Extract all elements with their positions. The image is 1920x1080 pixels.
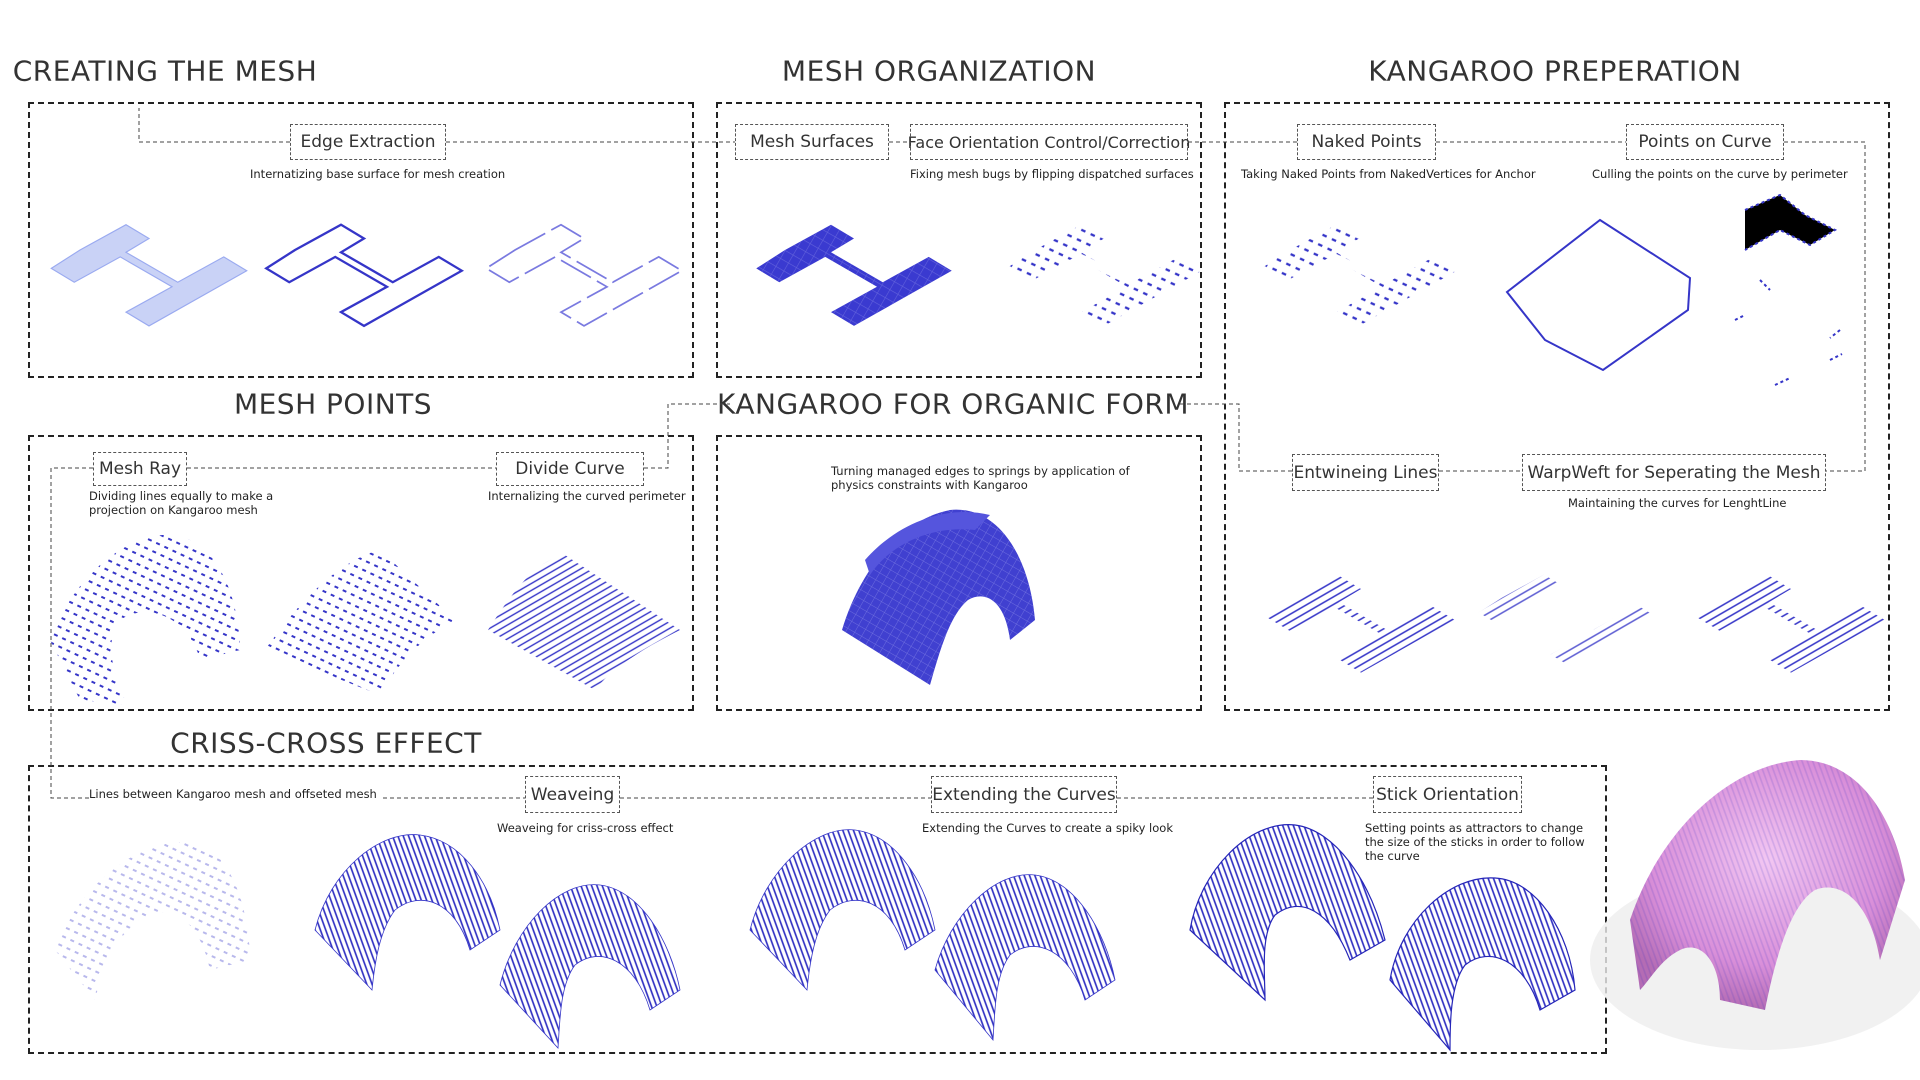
- panel-mesh-points: [28, 435, 694, 711]
- base-surface-shape: [50, 224, 248, 327]
- warpweft-lines-shape: [1697, 575, 1885, 673]
- caption-weaving: Weaveing for criss-cross effect: [497, 821, 674, 835]
- panel-mesh-organization: [716, 102, 1202, 378]
- caption-extending-curves: Extending the Curves to create a spiky l…: [922, 821, 1173, 835]
- extracted-edges-shape: [265, 223, 463, 328]
- step-warpweft: WarpWeft for Seperating the Mesh: [1522, 454, 1826, 491]
- flipped-faces-shape: [1006, 224, 1202, 326]
- naked-points-shape: [1261, 224, 1457, 326]
- stick-orientation-arches-shape: [1189, 824, 1576, 1052]
- offset-mesh-points-shape: [55, 842, 250, 1000]
- caption-face-orientation: Fixing mesh bugs by flipping dispatched …: [910, 167, 1194, 181]
- step-edge-extraction: Edge Extraction: [290, 124, 446, 160]
- final-pink-render: [1590, 760, 1920, 1050]
- entwining-lines-shape: [1267, 575, 1455, 673]
- step-naked-points: Naked Points: [1297, 124, 1436, 160]
- step-extending-curves: Extending the Curves: [931, 776, 1117, 813]
- caption-edge-extraction: Internatizing base surface for mesh crea…: [250, 167, 506, 181]
- step-weaving: Weaveing: [525, 776, 620, 813]
- heading-kangaroo-preparation: KANGAROO PREPERATION: [1368, 54, 1742, 88]
- perimeter-curve-shape: [1505, 218, 1692, 372]
- heading-criss-cross-effect: CRISS-CROSS EFFECT: [170, 726, 482, 760]
- extended-curves-arches-shape: [749, 829, 1116, 1042]
- heading-mesh-points: MESH POINTS: [233, 387, 433, 421]
- caption-mesh-ray: Dividing lines equally to make a project…: [89, 489, 274, 517]
- heading-creating-the-mesh: CREATING THE MESH: [12, 54, 318, 88]
- panel-kangaroo-preparation: [1224, 102, 1890, 711]
- caption-stick-orientation: Setting points as attractors to change t…: [1365, 821, 1585, 863]
- caption-lines-between: Lines between Kangaroo mesh and offseted…: [89, 787, 381, 801]
- heading-kangaroo-organic-form: KANGAROO FOR ORGANIC FORM: [716, 387, 1190, 421]
- step-divide-curve: Divide Curve: [496, 452, 644, 486]
- heading-mesh-organization: MESH ORGANIZATION: [781, 54, 1097, 88]
- step-face-orientation: Face Orientation Control/Correction: [908, 124, 1190, 160]
- step-mesh-surfaces: Mesh Surfaces: [735, 124, 889, 160]
- weaving-arches-shape: [314, 834, 681, 1049]
- caption-organic-form: Turning managed edges to springs by appl…: [831, 464, 1130, 492]
- panel-criss-cross: [28, 765, 1607, 1054]
- step-points-on-curve: Points on Curve: [1626, 124, 1784, 160]
- divided-curve-points-shape: [265, 550, 455, 695]
- step-entwining-lines: Entwineing Lines: [1292, 454, 1439, 491]
- internalized-edges-shape: [485, 223, 683, 327]
- caption-divide-curve: Internalizing the curved perimeter: [488, 489, 686, 503]
- curved-perimeter-lines-shape: [488, 555, 680, 690]
- caption-points-on-curve: Culling the points on the curve by perim…: [1592, 167, 1848, 181]
- culled-points-shape: [1734, 193, 1843, 386]
- panel-kangaroo-organic: [716, 435, 1202, 711]
- panel-creating-mesh: [28, 102, 694, 378]
- warpweft-separated-shape: [1473, 571, 1660, 668]
- mesh-ray-points-shape: [50, 534, 240, 705]
- caption-warpweft: Maintaining the curves for LenghtLine: [1568, 496, 1787, 510]
- kangaroo-arch-form: [842, 509, 1035, 685]
- caption-naked-points: Taking Naked Points from NakedVertices f…: [1241, 167, 1536, 181]
- step-stick-orientation: Stick Orientation: [1373, 776, 1522, 813]
- mesh-surfaces-shape: [756, 224, 952, 326]
- connector-lines: [50, 108, 1866, 799]
- step-mesh-ray: Mesh Ray: [93, 452, 187, 486]
